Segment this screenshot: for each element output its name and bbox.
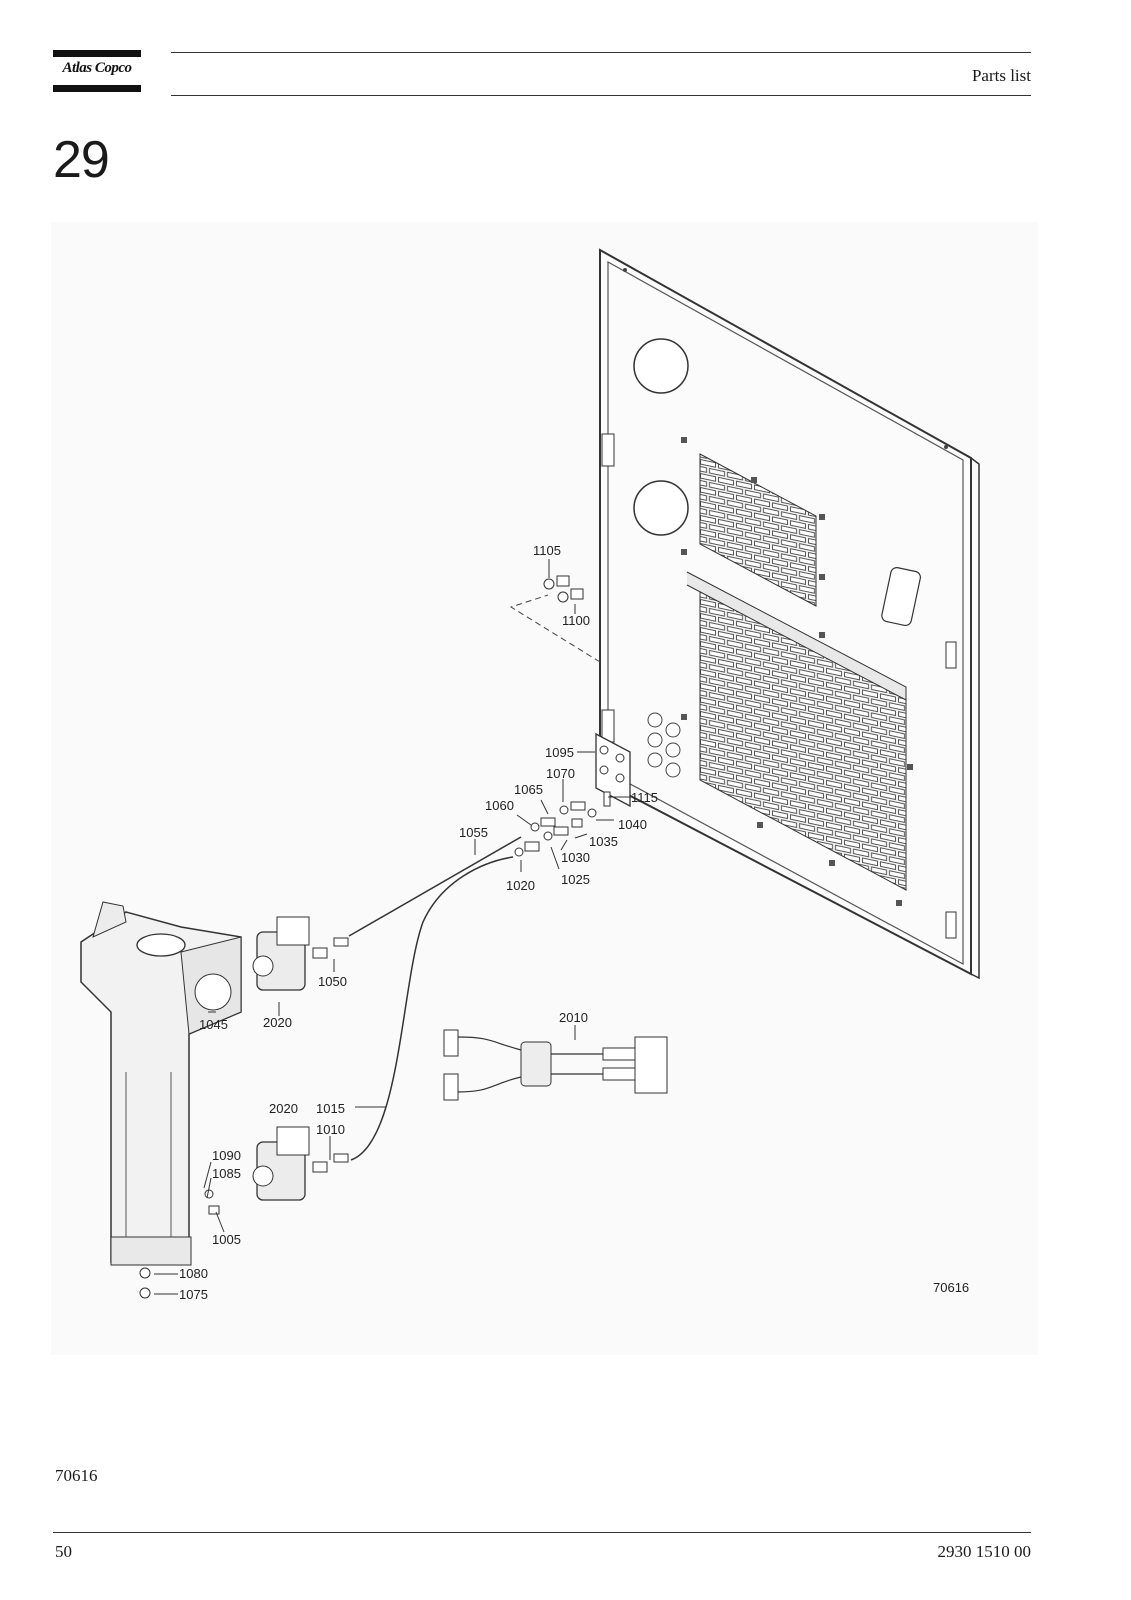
atlas-copco-logo: Atlas Copco [53, 50, 141, 92]
callout-1060: 1060 [485, 798, 514, 813]
callout-2010: 2010 [559, 1010, 588, 1025]
logo-text: Atlas Copco [62, 60, 132, 76]
cable-harness-2010 [443, 1029, 668, 1101]
exploded-parts-drawing: 1105 1100 1095 1070 1065 1060 1115 1040 … [51, 222, 1038, 1355]
callout-1035: 1035 [589, 834, 618, 849]
callout-1045: 1045 [199, 1017, 228, 1032]
callout-1080: 1080 [179, 1266, 208, 1281]
bracket-1095 [595, 732, 631, 808]
callout-2020-upper: 2020 [263, 1015, 292, 1030]
callout-1070: 1070 [546, 766, 575, 781]
figure-id: 70616 [55, 1466, 98, 1485]
callout-1020: 1020 [506, 878, 535, 893]
page-number: 50 [55, 1542, 72, 1561]
callout-1075: 1075 [179, 1287, 208, 1302]
callout-1100: 1100 [562, 613, 590, 628]
header-title: Parts list [971, 66, 1031, 85]
callout-1005: 1005 [212, 1232, 241, 1247]
logo-bar-bottom [53, 85, 141, 92]
header-rule-bottom [171, 95, 1031, 96]
callout-2020-lower: 2020 [269, 1101, 298, 1116]
drawing-canvas: 1105 1100 1095 1070 1065 1060 1115 1040 … [80, 248, 980, 1302]
callout-1105: 1105 [533, 543, 561, 558]
header-rule-top [171, 52, 1031, 53]
callout-1015: 1015 [316, 1101, 345, 1116]
logo-bar-top [53, 50, 141, 57]
valve-2020-lower [204, 1126, 349, 1215]
callout-1030: 1030 [561, 850, 590, 865]
footer-rule [53, 1532, 1031, 1533]
fittings-1020-1070 [514, 801, 597, 857]
callout-1010: 1010 [316, 1122, 345, 1137]
callout-1040: 1040 [618, 817, 647, 832]
drawing-number: 70616 [933, 1280, 969, 1295]
door-panel [595, 248, 980, 980]
callout-1095: 1095 [545, 745, 574, 760]
valve-2020-upper [252, 916, 349, 991]
fittings-1100-1105 [543, 575, 584, 603]
callout-1055: 1055 [459, 825, 488, 840]
section-number: 29 [53, 131, 110, 189]
callout-1065: 1065 [514, 782, 543, 797]
callout-1085: 1085 [212, 1166, 241, 1181]
callout-1090: 1090 [212, 1148, 241, 1163]
document-number: 2930 1510 00 [937, 1542, 1032, 1561]
callout-1050: 1050 [318, 974, 347, 989]
column-housing [80, 901, 242, 1299]
callout-1115: 1115 [631, 790, 658, 805]
callout-1025: 1025 [561, 872, 590, 887]
